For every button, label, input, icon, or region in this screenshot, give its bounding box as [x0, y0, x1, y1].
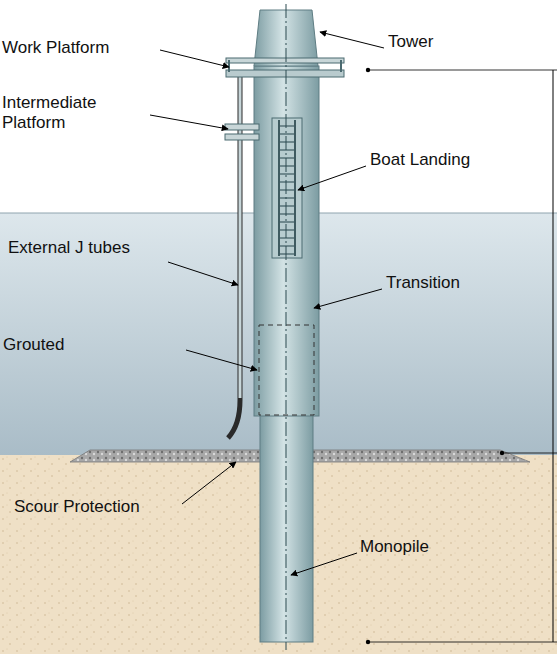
j-tube: [239, 70, 242, 398]
leader-line: [291, 553, 357, 575]
part-label: Intermediate Platform: [2, 93, 142, 133]
intermediate-platform: [225, 134, 259, 140]
part-label: Monopile: [360, 537, 429, 557]
part-label: Transition: [386, 273, 460, 293]
ladder-rung: [279, 245, 295, 246]
extension-line: [368, 642, 557, 643]
ladder-rung: [279, 253, 295, 254]
ladder-rung: [279, 189, 295, 190]
leader-line: [320, 32, 384, 48]
platform-rail: [226, 58, 344, 63]
ladder-rung: [279, 213, 295, 214]
ladder-rail: [278, 120, 280, 256]
extension-line: [368, 70, 557, 71]
leader-line: [298, 166, 366, 190]
ladder-rung: [279, 141, 295, 142]
ladder-rung: [279, 181, 295, 182]
part-label: Tower: [388, 32, 433, 52]
ladder-rung: [279, 133, 295, 134]
ladder-rung: [279, 205, 295, 206]
part-label: External J tubes: [8, 238, 130, 258]
part-label: Work Platform: [2, 38, 109, 58]
leader-line: [314, 289, 382, 308]
leader-line: [186, 350, 257, 370]
boat-landing: [272, 118, 302, 258]
ladder-rung: [279, 173, 295, 174]
ladder-rung: [279, 149, 295, 150]
part-label: Scour Protection: [14, 497, 140, 517]
part-label: Grouted: [3, 335, 64, 355]
dimension-line: [553, 70, 554, 642]
leader-line: [160, 50, 229, 67]
dot: [366, 68, 370, 72]
ladder-rung: [279, 157, 295, 158]
ladder-rung: [279, 125, 295, 126]
platform-post: [340, 60, 342, 72]
ladder-rung: [279, 221, 295, 222]
extension-line: [502, 453, 557, 454]
ladder-rung: [279, 229, 295, 230]
ladder-rungs: [279, 126, 295, 254]
platform-post: [228, 60, 230, 72]
leader-line: [150, 115, 228, 129]
centre-line: [286, 4, 287, 650]
work-platform: [226, 70, 344, 77]
ladder-rung: [279, 165, 295, 166]
part-label: Boat Landing: [370, 150, 470, 170]
dot: [500, 451, 504, 455]
ladder-rung: [279, 237, 295, 238]
leader-line: [182, 462, 236, 504]
leader-line: [168, 262, 238, 285]
ladder-rung: [279, 197, 295, 198]
ladder-rail: [294, 120, 296, 256]
dot: [366, 640, 370, 644]
intermediate-platform: [225, 124, 259, 130]
